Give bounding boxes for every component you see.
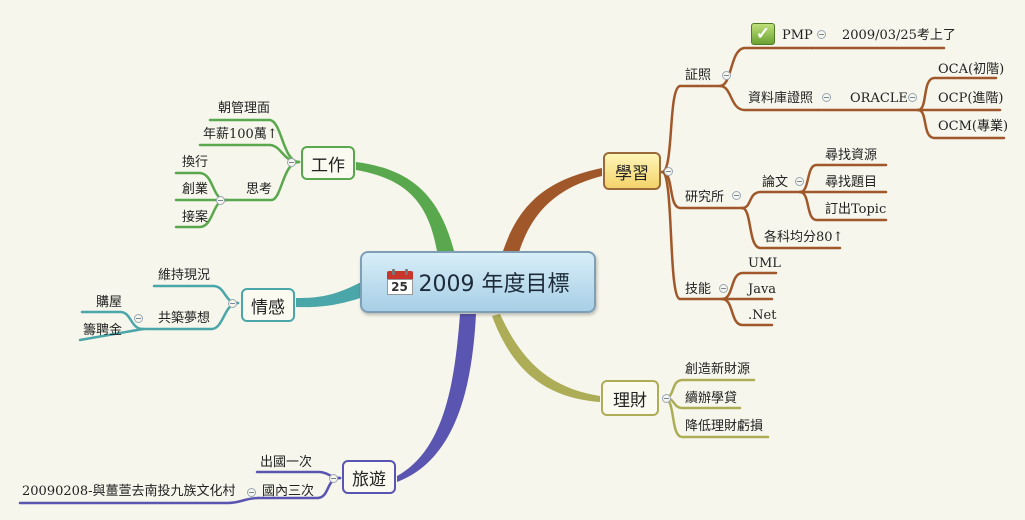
branch-money-connector <box>492 314 600 402</box>
collapse-toggle-dream[interactable] <box>134 314 143 323</box>
oracle-oca[interactable]: OCA(初階) <box>938 62 1005 77</box>
travel-item-abroad[interactable]: 出國一次 <box>260 455 313 470</box>
topic-learn[interactable]: 學習 <box>603 152 661 190</box>
travel-item-domestic[interactable]: 國內三次 <box>262 484 315 499</box>
work-item-salary[interactable]: 年薪100萬↑ <box>203 127 278 142</box>
skill-uml[interactable]: UML <box>748 256 781 271</box>
money-item-reduce-loss[interactable]: 降低理財虧損 <box>685 419 764 434</box>
dream-item-house[interactable]: 購屋 <box>96 295 123 310</box>
skill-java[interactable]: Java <box>748 282 777 297</box>
think-item-change-job[interactable]: 換行 <box>182 155 209 170</box>
think-item-freelance[interactable]: 接案 <box>182 210 209 225</box>
collapse-toggle-think[interactable] <box>216 196 225 205</box>
collapse-toggle-skill[interactable] <box>719 284 728 293</box>
cert-db[interactable]: 資料庫證照 <box>748 91 814 106</box>
money-item-new-income[interactable]: 創造新財源 <box>685 362 751 377</box>
branch-emotion-connector <box>296 280 367 308</box>
cert-pmp[interactable]: PMP <box>782 28 813 43</box>
collapse-toggle-money[interactable] <box>662 394 671 403</box>
money-item-loan[interactable]: 續辦學貸 <box>685 391 738 406</box>
topic-emotion[interactable]: 情感 <box>241 288 295 322</box>
emotion-item-keep[interactable]: 維持現況 <box>158 268 211 283</box>
learn-cert[interactable]: 証照 <box>685 68 712 83</box>
thesis-topic-search[interactable]: 尋找題目 <box>825 175 878 190</box>
collapse-toggle-thesis[interactable] <box>795 177 804 186</box>
cert-pmp-note[interactable]: 2009/03/25考上了 <box>842 28 956 43</box>
collapse-toggle-travel[interactable] <box>329 474 338 483</box>
work-item-management[interactable]: 朝管理面 <box>218 101 271 116</box>
oracle-ocp[interactable]: OCP(進階) <box>938 91 1004 106</box>
collapse-toggle-learn[interactable] <box>664 167 673 176</box>
cert-oracle[interactable]: ORACLE <box>850 91 908 106</box>
dream-item-betrothal[interactable]: 籌聘金 <box>83 323 123 338</box>
learn-grad[interactable]: 研究所 <box>685 190 725 205</box>
branch-travel-connector <box>397 314 476 482</box>
central-topic[interactable]: 25 2009 年度目標 <box>360 251 596 313</box>
work-item-think[interactable]: 思考 <box>246 182 273 197</box>
emotion-item-dream[interactable]: 共築夢想 <box>158 311 211 326</box>
calendar-icon: 25 <box>386 269 413 295</box>
collapse-toggle-cert[interactable] <box>722 71 731 80</box>
thesis-resources[interactable]: 尋找資源 <box>825 148 878 163</box>
oracle-ocm[interactable]: OCM(專業) <box>938 119 1009 134</box>
collapse-toggle-emotion[interactable] <box>228 299 237 308</box>
skill-dotnet[interactable]: .Net <box>748 308 777 323</box>
collapse-toggle-pmp[interactable] <box>817 30 826 39</box>
topic-travel[interactable]: 旅遊 <box>342 460 396 494</box>
learn-skill[interactable]: 技能 <box>685 282 712 297</box>
collapse-toggle-domestic[interactable] <box>247 488 256 497</box>
grad-score[interactable]: 各科均分80↑ <box>764 230 844 245</box>
topic-work[interactable]: 工作 <box>301 146 355 180</box>
collapse-toggle-grad[interactable] <box>732 191 741 200</box>
think-item-startup[interactable]: 創業 <box>182 182 209 197</box>
domestic-item-trip[interactable]: 20090208-與薑萱去南投九族文化村 <box>22 484 236 499</box>
topic-money[interactable]: 理財 <box>601 380 659 416</box>
branch-work-connector <box>356 162 455 256</box>
check-icon: ✓ <box>751 23 775 45</box>
thesis-topic-define[interactable]: 訂出Topic <box>825 202 887 217</box>
branch-learn-connector <box>502 168 602 256</box>
grad-thesis[interactable]: 論文 <box>762 175 789 190</box>
collapse-toggle-db[interactable] <box>822 93 831 102</box>
collapse-toggle-oracle[interactable] <box>908 93 917 102</box>
collapse-toggle-work[interactable] <box>287 158 296 167</box>
central-title: 2009 年度目標 <box>418 272 570 297</box>
